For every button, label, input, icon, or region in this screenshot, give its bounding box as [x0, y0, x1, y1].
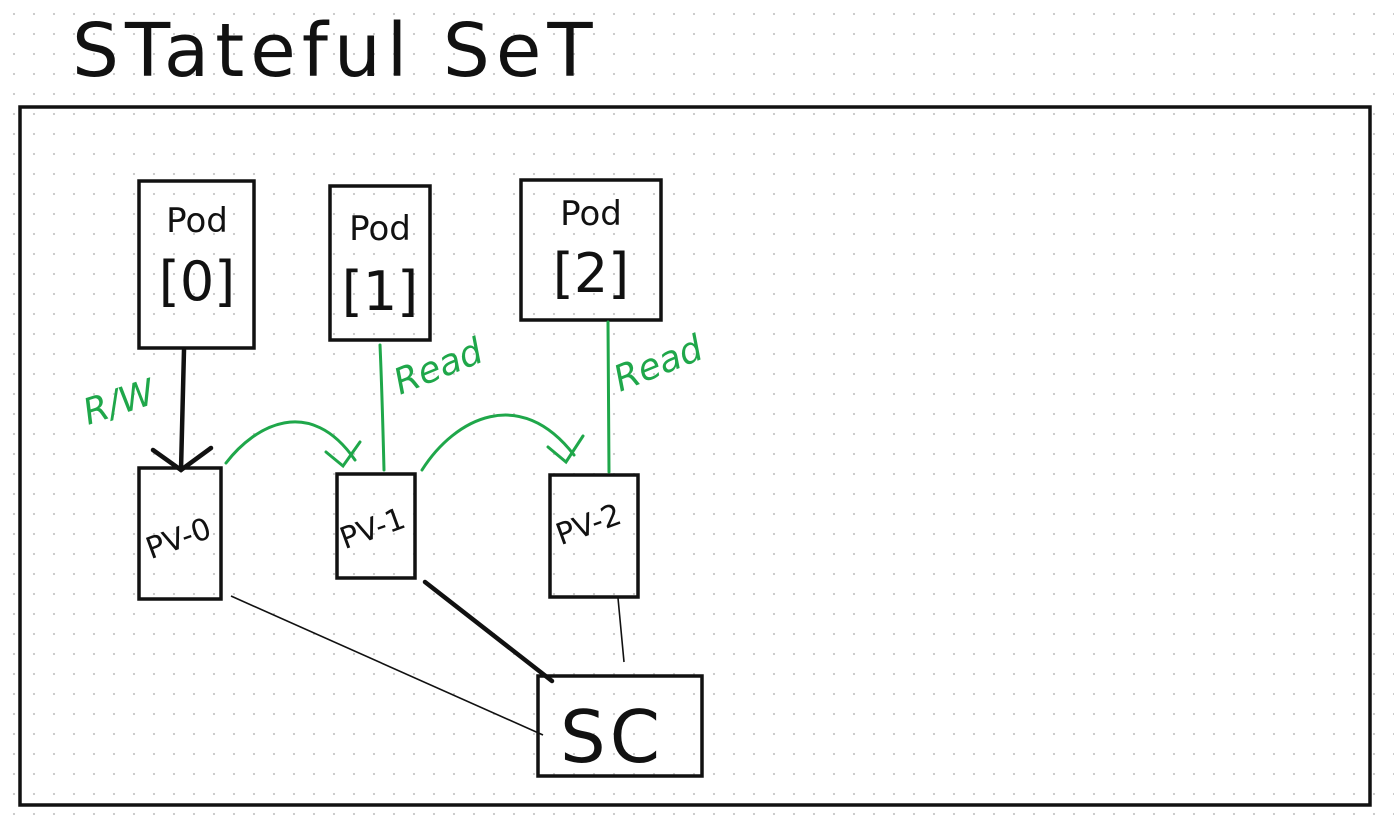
read-label-pod2: Read [608, 327, 710, 400]
pod-1-index: [1] [342, 260, 419, 323]
pod-1-label: Pod [349, 209, 411, 249]
diagram-title: STateful SeT [72, 8, 599, 94]
rw-arrow [150, 347, 214, 473]
read-line-pod1 [378, 343, 386, 472]
pod-2: Pod [2] [519, 178, 663, 322]
pv-1-box [335, 472, 417, 580]
pod-0-label: Pod [166, 201, 228, 241]
rw-arrow-head [150, 445, 214, 473]
pv2-sc-link [617, 597, 625, 663]
pv-2-box [548, 473, 640, 599]
pod-2-index: [2] [553, 242, 630, 305]
pod-0: Pod [0] [137, 179, 256, 350]
replication-arrow-1-2 [420, 413, 585, 472]
pod-0-box [137, 179, 256, 350]
pv-2: PV-2 [548, 473, 640, 599]
pod-0-index: [0] [159, 250, 236, 313]
rw-arrow-shaft [178, 347, 187, 473]
pv1-sc-link [422, 579, 555, 684]
storage-class-label: SC [560, 695, 664, 779]
replication-arrow-0-1 [224, 420, 362, 469]
pod-2-label: Pod [560, 194, 622, 234]
pv-0-label: PV-0 [141, 511, 216, 567]
rw-label: R/W [78, 372, 161, 434]
pod-1-box [328, 184, 432, 342]
storage-class: SC [536, 674, 704, 779]
pv-0: PV-0 [137, 466, 223, 601]
read-line-pod2 [606, 320, 611, 474]
pv0-sc-link [230, 595, 544, 736]
pv-1-label: PV-1 [335, 501, 410, 557]
pod-1: Pod [1] [328, 184, 432, 342]
storage-class-box [536, 674, 704, 778]
statefulset-boundary [18, 105, 1372, 807]
pv-1: PV-1 [335, 472, 417, 580]
pv-2-label: PV-2 [551, 497, 626, 553]
pod-2-box [519, 178, 663, 322]
